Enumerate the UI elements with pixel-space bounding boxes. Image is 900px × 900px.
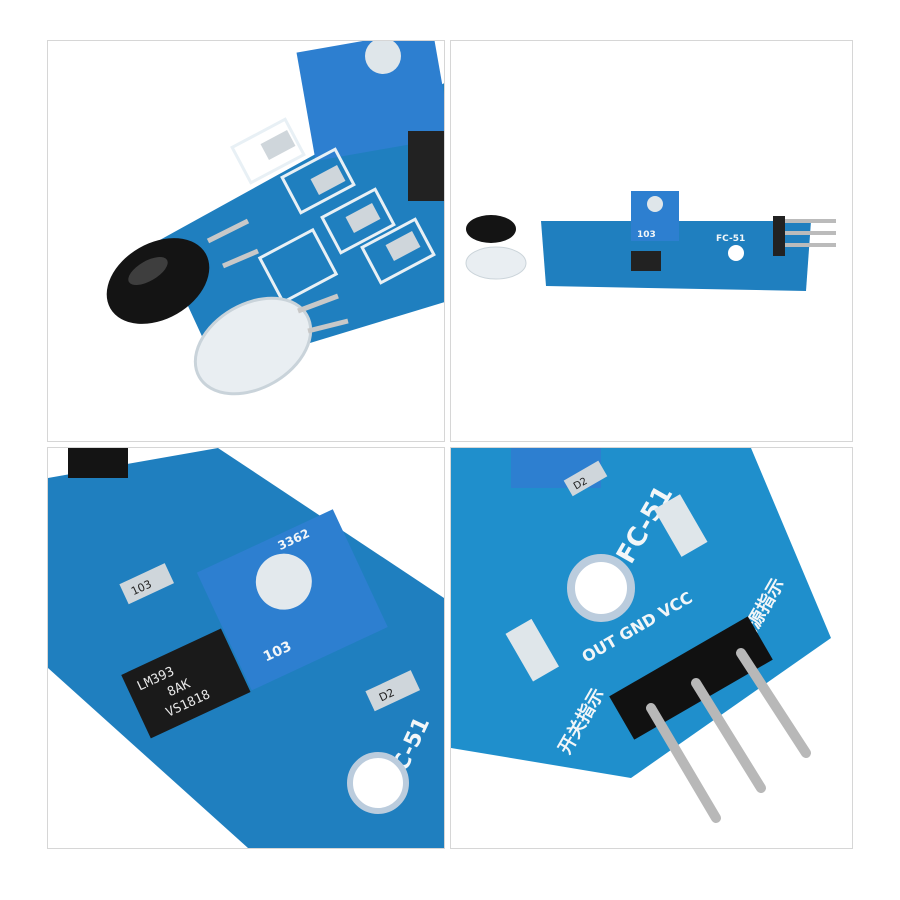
pot-value-label: 103 xyxy=(637,230,656,240)
power-led xyxy=(654,494,708,557)
photo-chip-closeup: 3362 103 LM393 8AK VS1818 103 D2 FC-51 xyxy=(47,447,445,849)
photo-pin-header-closeup: FC-51 电源指示 开关指示 D2 OUT GND VCC xyxy=(450,447,853,849)
chip-closeup-illustration: 3362 103 LM393 8AK VS1818 103 D2 FC-51 xyxy=(48,448,444,848)
pcb-board xyxy=(541,221,811,291)
pcb-board xyxy=(158,83,444,371)
potentiometer-screw xyxy=(255,553,312,610)
chip xyxy=(408,131,444,201)
smd-components xyxy=(260,130,421,261)
ir-emitter-led xyxy=(193,296,313,396)
photo-led-closeup xyxy=(47,40,445,442)
chip xyxy=(631,251,661,271)
mounting-hole xyxy=(567,554,635,622)
diode-label: D2 xyxy=(377,686,397,704)
mounting-hole xyxy=(728,245,744,261)
ir-receiver-led xyxy=(466,215,516,243)
ir-emitter-led xyxy=(465,246,527,280)
ir-receiver-led xyxy=(106,238,210,324)
potentiometer-screw xyxy=(365,41,401,74)
potentiometer xyxy=(296,41,444,162)
led-closeup-illustration xyxy=(106,41,444,396)
lm393-chip xyxy=(121,628,251,739)
photo-full-module: 103 FC-51 xyxy=(450,40,853,442)
header-pins xyxy=(646,648,811,823)
led-legs xyxy=(206,218,349,334)
ir-receiver-led xyxy=(68,448,128,478)
model-label: FC-51 xyxy=(716,234,745,244)
pin-header xyxy=(773,216,785,256)
pin-header-illustration: FC-51 电源指示 开关指示 D2 OUT GND VCC xyxy=(451,448,831,823)
silkscreen-outlines xyxy=(230,117,436,305)
mounting-hole xyxy=(347,752,409,814)
switch-led xyxy=(505,618,559,682)
pcb-board xyxy=(451,448,831,778)
full-module-illustration: 103 FC-51 xyxy=(465,191,836,291)
